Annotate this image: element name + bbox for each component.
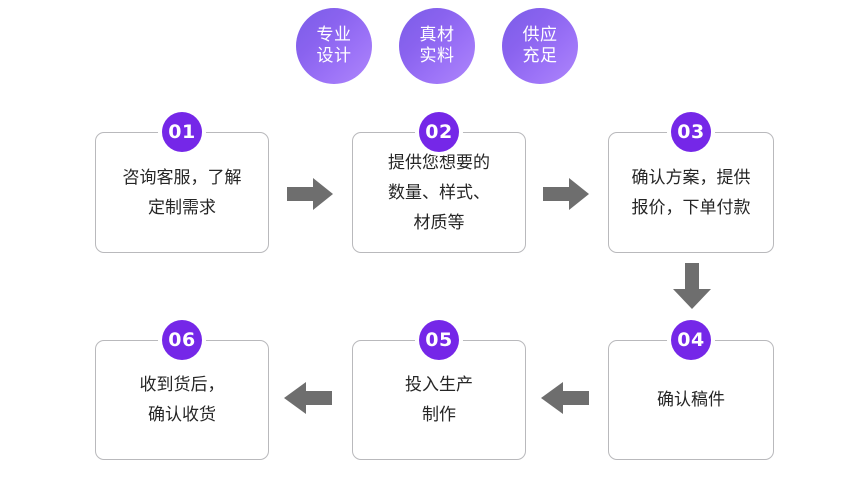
step-box-03[interactable]: 确认方案，提供 报价，下单付款 xyxy=(608,132,774,253)
step-text-05: 投入生产 制作 xyxy=(395,370,483,430)
step-line-1: 投入生产 xyxy=(405,375,473,395)
step-line-2: 数量、样式、 xyxy=(388,182,490,203)
step-badge-02: 02 xyxy=(419,112,459,152)
feature-line-1: 专业 xyxy=(316,25,352,45)
step-text-01: 咨询客服，了解 定制需求 xyxy=(113,163,252,223)
step-line-1: 咨询客服，了解 xyxy=(122,167,242,188)
feature-circle-professional-design: 专业 设计 xyxy=(296,8,372,84)
feature-line-1: 真材 xyxy=(419,25,455,45)
feature-circle-genuine-material: 真材 实料 xyxy=(399,8,475,84)
step-line-1: 确认稿件 xyxy=(657,390,725,410)
step-box-04[interactable]: 确认稿件 xyxy=(608,340,774,460)
arrow-step05-to-step06 xyxy=(284,382,332,414)
arrow-step04-to-step05 xyxy=(541,382,589,414)
arrow-step03-to-step04 xyxy=(673,263,711,309)
step-line-1: 提供您想要的 xyxy=(388,152,490,173)
step-box-01[interactable]: 咨询客服，了解 定制需求 xyxy=(95,132,269,253)
step-line-1: 收到货后， xyxy=(139,375,225,395)
step-text-02: 提供您想要的 数量、样式、 材质等 xyxy=(378,148,500,238)
step-badge-05: 05 xyxy=(419,320,459,360)
step-line-2: 定制需求 xyxy=(148,197,216,218)
step-badge-03: 03 xyxy=(671,112,711,152)
feature-line-2: 设计 xyxy=(316,46,352,66)
step-line-2: 确认收货 xyxy=(148,405,216,425)
step-box-05[interactable]: 投入生产 制作 xyxy=(352,340,526,460)
step-box-02[interactable]: 提供您想要的 数量、样式、 材质等 xyxy=(352,132,526,253)
step-badge-04: 04 xyxy=(671,320,711,360)
step-text-03: 确认方案，提供 报价，下单付款 xyxy=(622,163,761,223)
arrow-step02-to-step03 xyxy=(543,178,589,210)
feature-circle-ample-supply: 供应 充足 xyxy=(502,8,578,84)
step-badge-01: 01 xyxy=(162,112,202,152)
feature-line-2: 充足 xyxy=(522,46,558,66)
step-line-2: 制作 xyxy=(422,405,456,425)
feature-line-1: 供应 xyxy=(522,25,558,45)
step-badge-06: 06 xyxy=(162,320,202,360)
feature-line-2: 实料 xyxy=(419,46,455,66)
step-text-04: 确认稿件 xyxy=(647,385,735,415)
step-line-2: 报价，下单付款 xyxy=(631,197,751,218)
step-line-1: 确认方案，提供 xyxy=(631,167,751,188)
arrow-step01-to-step02 xyxy=(287,178,333,210)
step-text-06: 收到货后， 确认收货 xyxy=(130,370,235,430)
step-line-3: 材质等 xyxy=(413,212,465,233)
step-box-06[interactable]: 收到货后， 确认收货 xyxy=(95,340,269,460)
